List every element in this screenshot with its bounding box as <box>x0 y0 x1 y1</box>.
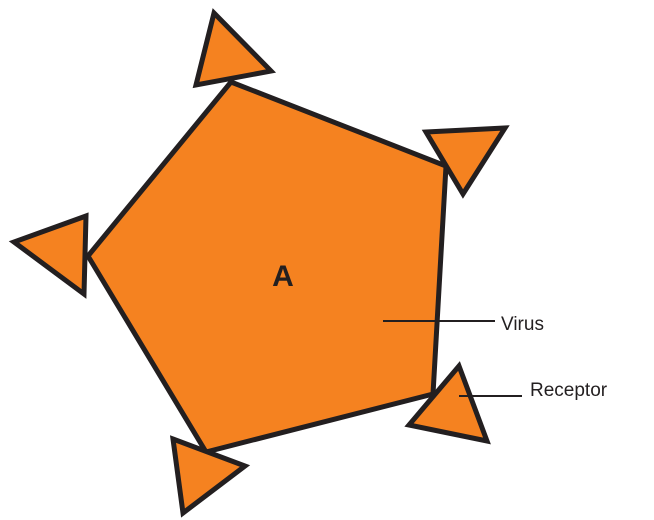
receptor-lower-right <box>404 361 491 445</box>
receptor-top <box>192 8 277 89</box>
receptor-left <box>8 212 89 299</box>
receptor-label: Receptor <box>530 380 608 401</box>
virus-label: Virus <box>501 314 544 335</box>
receptor-bottom <box>169 435 251 518</box>
virus-body <box>84 79 449 455</box>
receptor-upper-right <box>421 125 510 199</box>
center-label: A <box>272 260 294 293</box>
